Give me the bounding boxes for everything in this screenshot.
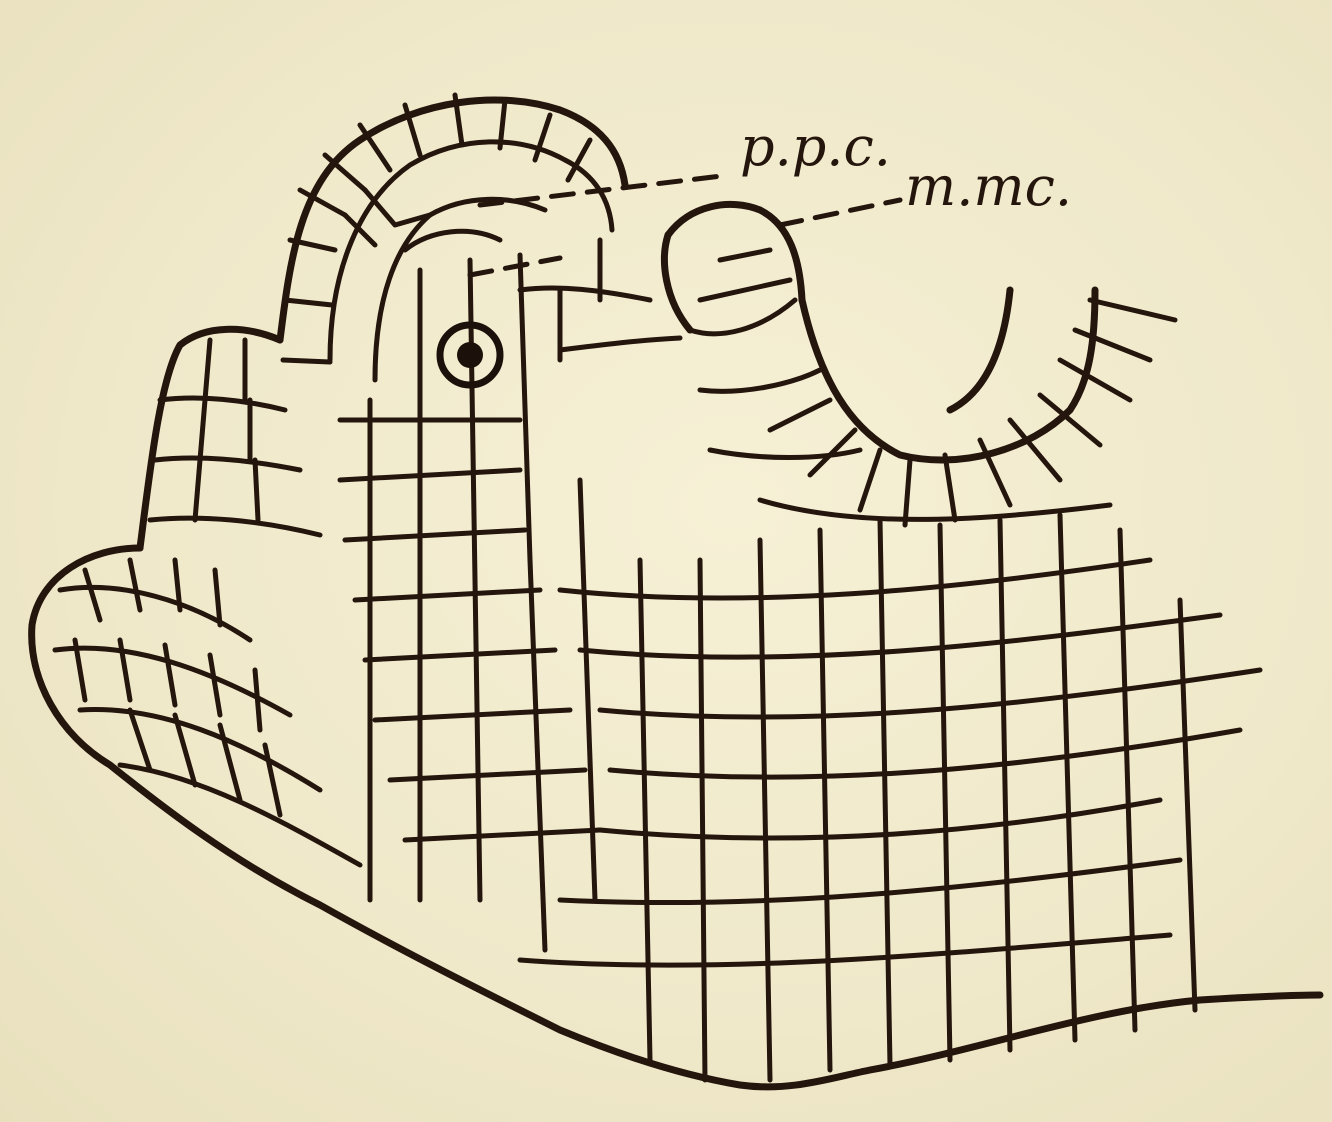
dome-cells	[283, 95, 680, 900]
label-leaders	[470, 175, 900, 275]
label-mmc: m.mc.	[905, 155, 1072, 218]
left-lobe-cells	[55, 560, 360, 865]
lower-body-cells	[520, 480, 1260, 1080]
upper-left-lobe-cells	[150, 340, 320, 535]
mmc-leader-line	[780, 200, 900, 225]
label-ppc: p.p.c.	[740, 115, 891, 178]
right-lobe-cells	[690, 250, 1175, 525]
ppc-leader-lower	[470, 258, 560, 275]
